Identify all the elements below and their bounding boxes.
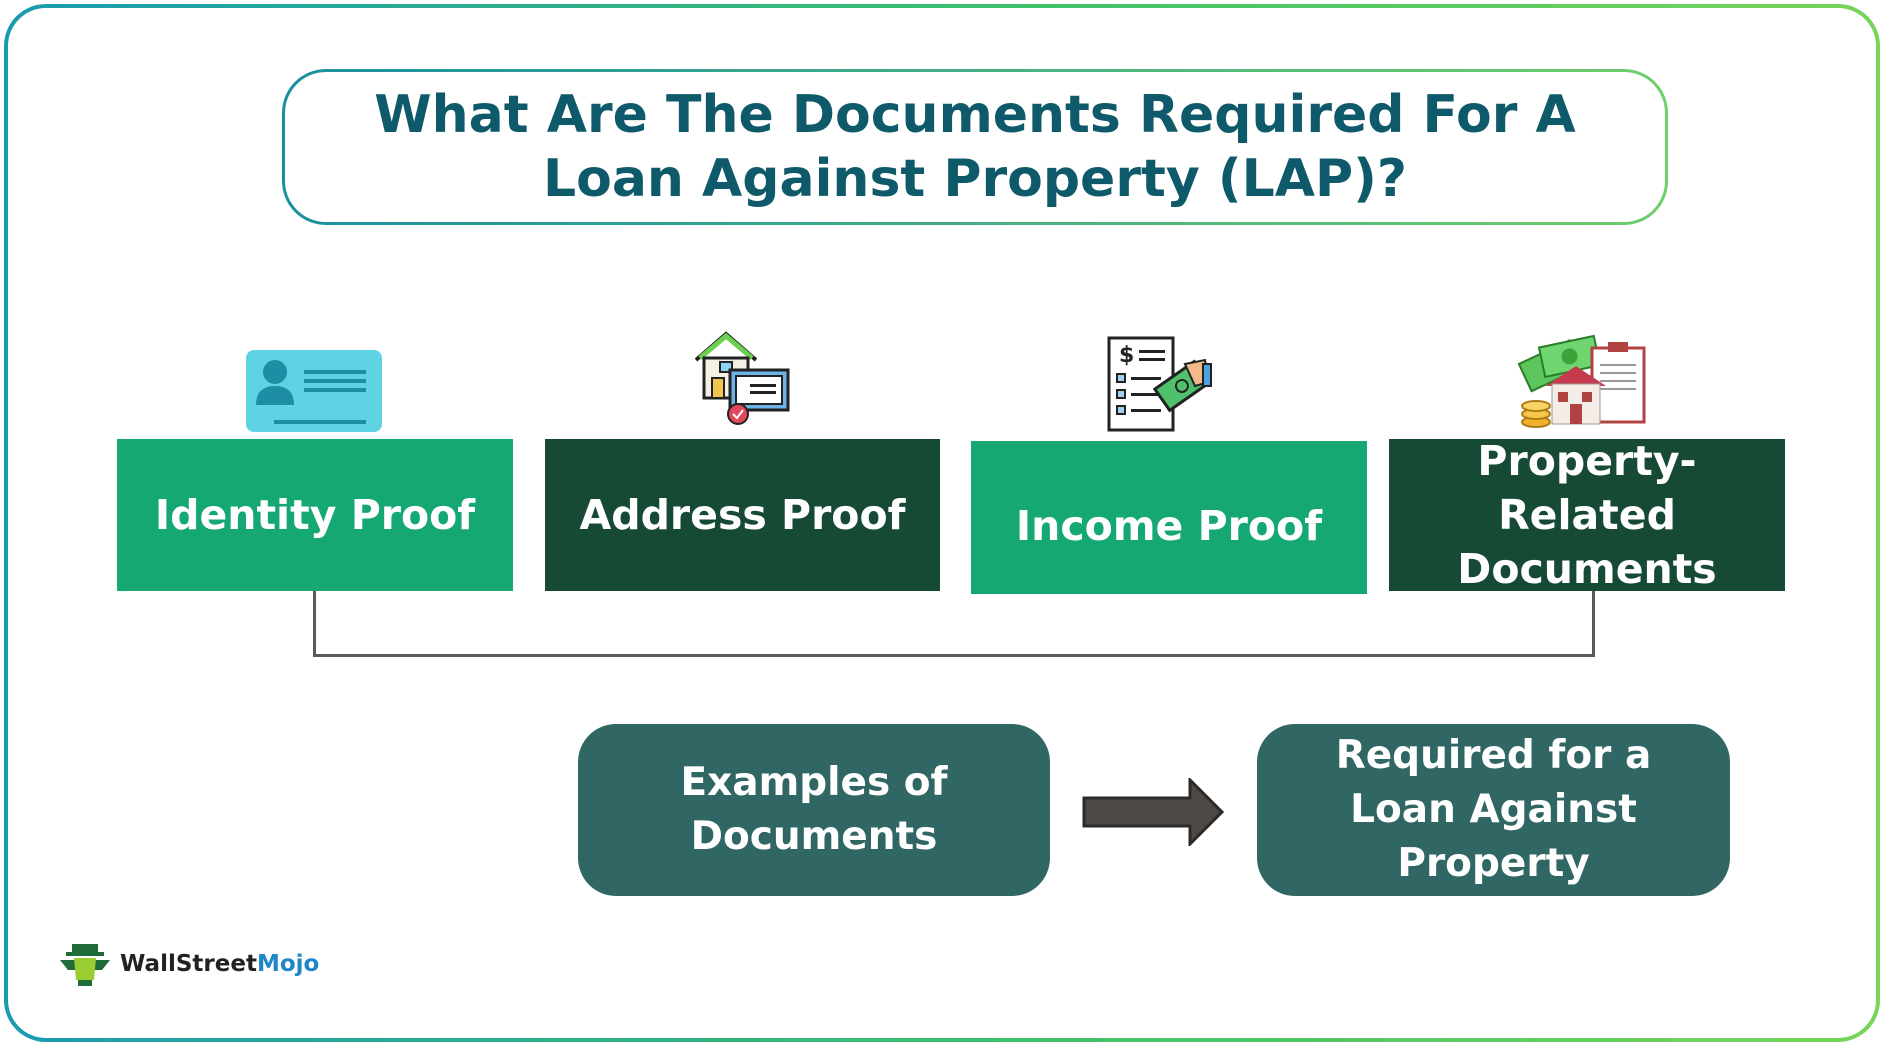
pill-label: Required for a Loan Against Property bbox=[1335, 733, 1652, 886]
bracket-connector bbox=[313, 591, 1595, 657]
card-label: Identity Proof bbox=[154, 491, 476, 539]
mascot-icon bbox=[60, 944, 110, 986]
card-label: Address Proof bbox=[579, 491, 906, 539]
logo-text-part1: WallStreet bbox=[120, 951, 257, 977]
card-label: Property-Related Documents bbox=[1457, 437, 1717, 593]
required-for-lap-box: Required for a Loan Against Property bbox=[1257, 724, 1730, 896]
logo-text-part2: Mojo bbox=[256, 951, 320, 977]
id-card-icon bbox=[246, 350, 382, 432]
card-property-related-documents: Property-Related Documents bbox=[1389, 437, 1785, 593]
card-address-proof: Address Proof bbox=[545, 439, 940, 591]
examples-of-documents-box: Examples of Documents bbox=[578, 724, 1050, 896]
house-certificate-icon bbox=[694, 331, 790, 425]
right-arrow-icon bbox=[1082, 778, 1225, 846]
income-document-icon: $ bbox=[1107, 336, 1212, 432]
logo-text: WallStreetMojo bbox=[120, 951, 319, 977]
page-title: What Are The Documents Required For A Lo… bbox=[374, 85, 1576, 209]
property-documents-icon bbox=[1517, 334, 1646, 428]
title-box: What Are The Documents Required For A Lo… bbox=[282, 69, 1668, 225]
svg-text:$: $ bbox=[1119, 343, 1134, 368]
card-income-proof: Income Proof bbox=[971, 441, 1367, 594]
pill-label: Examples of Documents bbox=[680, 760, 948, 859]
card-identity-proof: Identity Proof bbox=[117, 439, 513, 591]
wallstreetmojo-logo: WallStreetMojo bbox=[58, 940, 319, 988]
card-label: Income Proof bbox=[1015, 501, 1323, 550]
